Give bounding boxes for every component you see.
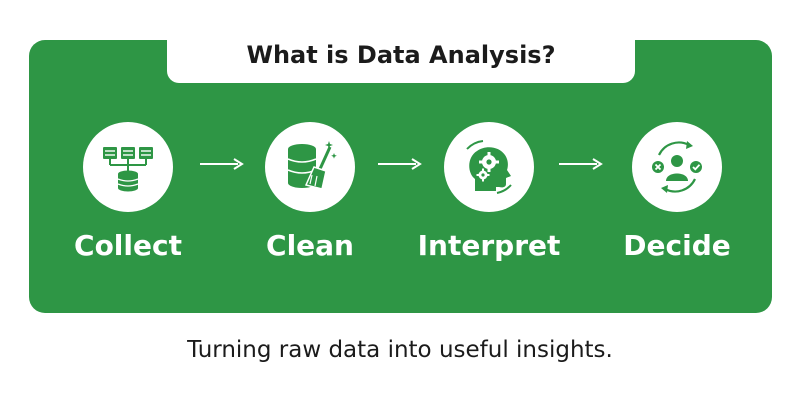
arrow-right-icon: [559, 158, 603, 170]
step-collect: Collect: [48, 122, 208, 272]
step-clean: Clean: [230, 122, 390, 272]
step-clean-circle: [265, 122, 355, 212]
title-tab: What is Data Analysis?: [167, 27, 635, 83]
page-title: What is Data Analysis?: [246, 41, 556, 69]
step-decide-circle: [632, 122, 722, 212]
decision-person-icon: [652, 141, 702, 193]
step-interpret-circle: [444, 122, 534, 212]
step-interpret-label: Interpret: [417, 229, 561, 262]
database-broom-icon: [287, 141, 337, 190]
step-collect-label: Collect: [74, 229, 182, 262]
head-gears-icon: [466, 140, 512, 194]
step-clean-label: Clean: [266, 229, 354, 262]
arrow-right-icon: [378, 158, 422, 170]
caption: Turning raw data into useful insights.: [187, 337, 613, 363]
step-interpret: Interpret: [409, 122, 569, 272]
database-network-icon: [103, 147, 153, 192]
arrow-right-icon: [200, 158, 244, 170]
step-decide: Decide: [597, 122, 757, 272]
step-collect-circle: [83, 122, 173, 212]
step-decide-label: Decide: [623, 229, 731, 262]
